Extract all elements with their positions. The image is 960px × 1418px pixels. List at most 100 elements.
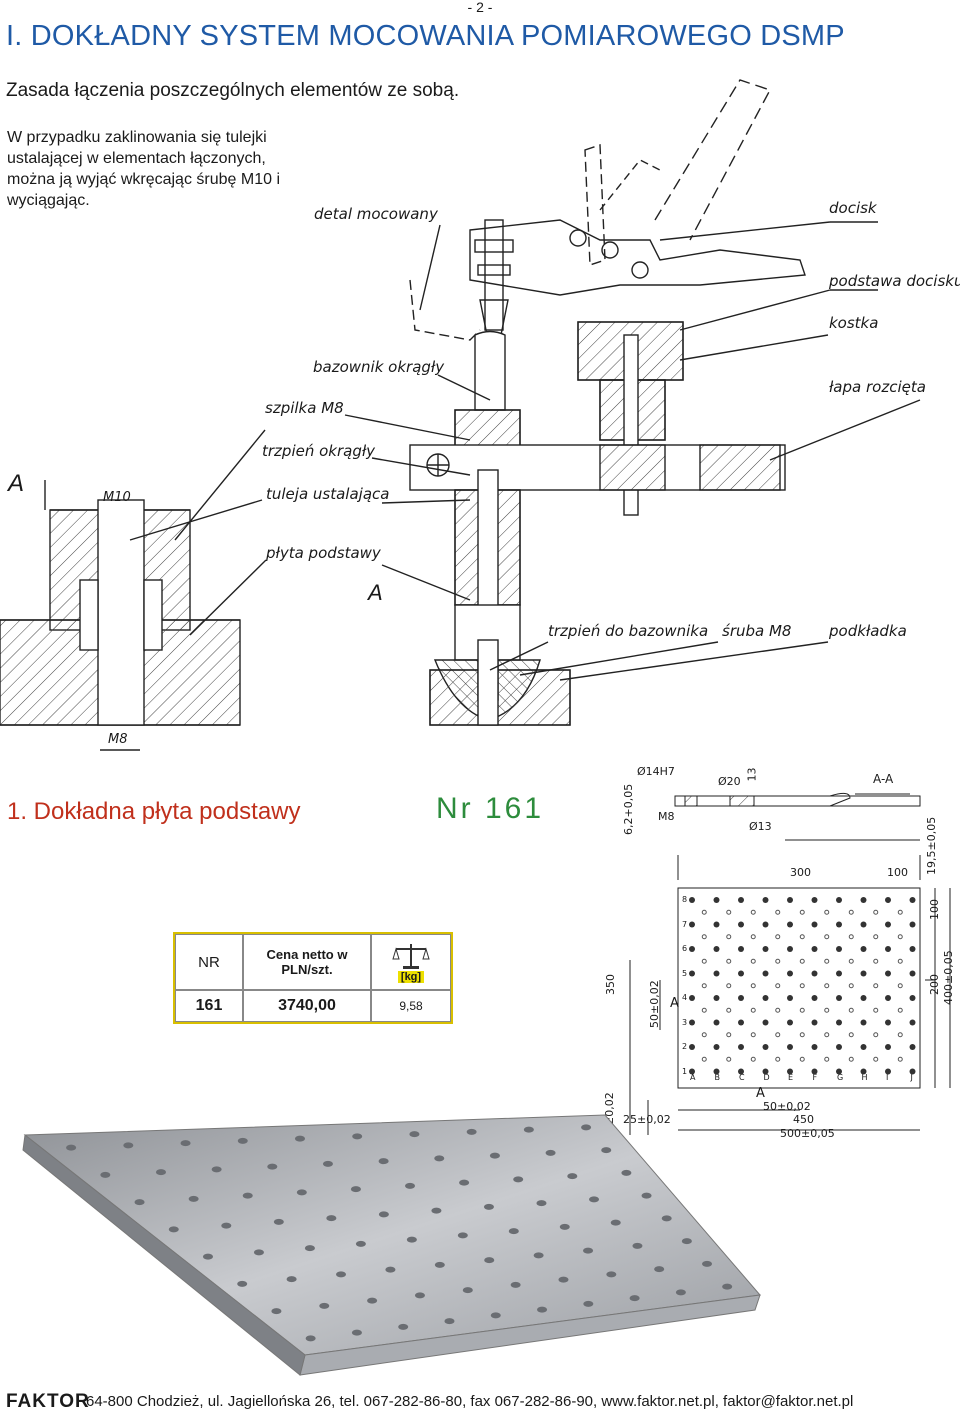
note-text: W przypadku zaklinowania się tulejki ust… xyxy=(7,129,280,209)
plate-3d-hole xyxy=(211,1166,222,1173)
plate-hole xyxy=(738,946,744,952)
label-podstawa-docisku: podstawa docisku xyxy=(829,272,960,290)
plate-3d-hole xyxy=(457,1232,468,1239)
plate-hole xyxy=(885,897,891,903)
plate-3d-hole xyxy=(702,1260,713,1267)
plate-hole-small xyxy=(824,909,830,915)
plate-hole-small xyxy=(897,983,903,989)
dim-w450: 450 xyxy=(793,1113,814,1126)
plate-hole xyxy=(787,1044,793,1050)
plate-hole-small xyxy=(848,909,854,915)
plate-3d-illustration xyxy=(22,1114,761,1376)
plate-3d-hole xyxy=(483,1203,494,1210)
plate-hole xyxy=(713,897,720,903)
plate-3d-hole xyxy=(508,1228,519,1235)
plate-hole-small xyxy=(873,934,879,940)
plate-3d-hole xyxy=(589,1196,600,1203)
plate-3d-hole xyxy=(536,1200,547,1207)
grid-col-label: G xyxy=(837,1073,844,1082)
dim-h25h: 25±0,02 xyxy=(623,1113,671,1126)
plate-hole xyxy=(860,921,867,928)
price-table: NR Cena netto w PLN/szt. [kg] 161 3740,0… xyxy=(173,932,453,1024)
plate-hole xyxy=(713,1019,720,1026)
grid-col-label: B xyxy=(714,1073,721,1082)
product-number: Nr 161 xyxy=(436,792,545,825)
grid-row-label: 6 xyxy=(682,944,688,953)
plate-3d-hole xyxy=(581,1124,592,1131)
dim-w100: 100 xyxy=(887,866,908,879)
dim-v50: 50±0,02 xyxy=(648,980,661,1028)
plate-3d-hole xyxy=(583,1247,594,1254)
scale-icon xyxy=(392,944,430,969)
plate-3d-hole xyxy=(100,1171,111,1178)
plate-hole-small xyxy=(848,1007,854,1013)
plate-hole-small xyxy=(701,983,707,989)
plate-hole xyxy=(713,946,720,952)
grid-row-label: 2 xyxy=(682,1042,688,1051)
dim-a-bottom: A xyxy=(756,1086,765,1101)
plate-hole-small xyxy=(775,1007,781,1013)
plate-3d-hole xyxy=(322,1160,333,1167)
plate-hole-small xyxy=(897,1056,903,1062)
label-m10: M10 xyxy=(103,490,131,505)
plate-hole xyxy=(909,1044,916,1050)
plate-3d-hole xyxy=(431,1207,442,1214)
plate-hole-small xyxy=(799,983,805,989)
plate-hole-small xyxy=(824,1056,830,1062)
footer: FAKTOR 64-800 Chodzież, ul. Jagiellońska… xyxy=(6,1391,960,1413)
label-szpilka: szpilka M8 xyxy=(265,399,344,417)
plate-hole xyxy=(787,995,793,1001)
plate-hole xyxy=(689,921,695,928)
plate-3d-hole xyxy=(378,1211,389,1218)
plate-hole xyxy=(689,1068,695,1075)
plate-hole-small xyxy=(897,1007,903,1013)
label-podkladka: podkładka xyxy=(829,622,907,640)
plate-hole-small xyxy=(750,909,756,915)
plate-3d-hole xyxy=(304,1245,315,1252)
plate-3d-hole xyxy=(237,1137,248,1144)
label-m8: M8 xyxy=(108,732,128,747)
dim-m8: M8 xyxy=(658,810,675,823)
footer-address: 64-800 Chodzież, ul. Jagiellońska 26, te… xyxy=(86,1393,854,1410)
plate-3d-hole xyxy=(352,1133,363,1140)
plate-hole xyxy=(762,970,769,977)
plate-hole-small xyxy=(873,1056,879,1062)
grid-col-label: J xyxy=(910,1073,913,1082)
plate-hole xyxy=(885,1068,891,1075)
plate-3d-hole xyxy=(484,1257,495,1264)
dim-w500: 500±0,05 xyxy=(780,1127,835,1140)
plate-hole xyxy=(713,970,720,977)
plate-hole xyxy=(689,1044,695,1050)
plate-hole-small xyxy=(726,1032,732,1038)
plate-hole xyxy=(713,1044,720,1050)
grid-row-label: 7 xyxy=(682,919,688,929)
plate-hole xyxy=(787,1068,793,1075)
plate-hole xyxy=(811,1068,818,1075)
plate-3d-hole xyxy=(237,1280,248,1287)
plate-hole-small xyxy=(848,934,854,940)
plate-hole xyxy=(860,1044,867,1050)
plate-hole xyxy=(811,970,818,977)
plate-hole xyxy=(689,1019,695,1026)
plate-3d-hole xyxy=(601,1147,612,1154)
plate-3d-hole xyxy=(537,1306,548,1313)
plate-hole xyxy=(909,921,916,928)
plate-3d-hole xyxy=(294,1135,305,1142)
dim-d20: Ø20 xyxy=(718,775,741,788)
plate-hole-small xyxy=(897,1032,903,1038)
dim-d13: Ø13 xyxy=(749,820,772,833)
plate-hole-small xyxy=(726,1056,732,1062)
plate-hole-small xyxy=(726,909,732,915)
plate-hole xyxy=(811,921,818,928)
dim-v400: 400±0,05 xyxy=(942,950,955,1005)
subtitle: Zasada łączenia poszczególnych elementów… xyxy=(6,80,460,101)
plate-3d-hole xyxy=(661,1215,672,1222)
dim-h13: 13 xyxy=(745,767,759,782)
plate-3d-hole xyxy=(242,1192,253,1199)
label-trzpien-bazownika: trzpień do bazownika xyxy=(548,622,709,640)
plate-hole xyxy=(860,995,867,1001)
label-docisk: docisk xyxy=(829,199,877,217)
label-section-a1: A xyxy=(8,470,25,497)
plate-hole xyxy=(909,970,916,977)
plate-hole-small xyxy=(848,983,854,989)
